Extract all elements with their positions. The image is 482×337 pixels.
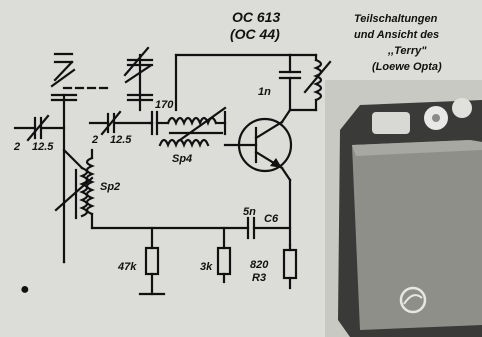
resistor-2-label: 3k — [200, 261, 213, 273]
resistor-47k — [138, 226, 166, 296]
resistor-3-ref-label: R3 — [252, 272, 266, 284]
transistor-type-label: OC 613 — [232, 9, 280, 25]
trimmer-left-a-label: 2 — [13, 141, 20, 153]
cap-c5-label: 5n — [243, 206, 256, 218]
middle-trimmer-capacitors — [88, 46, 154, 136]
transistor-equivalent-label: (OC 44) — [230, 26, 280, 42]
radio-photo — [325, 80, 482, 337]
resistor-1-label: 47k — [117, 261, 137, 273]
transistor-symbol — [223, 108, 293, 247]
resistor-3-value-label: 820 — [250, 259, 269, 271]
bottom-rail — [62, 216, 292, 264]
cap-170-label: 170 — [155, 99, 174, 111]
caption-line-3: ,,Terry" — [387, 45, 427, 57]
trimmer-left-b-label: 12.5 — [32, 141, 54, 153]
coil-sp2-label: Sp2 — [100, 181, 120, 193]
caption-line-4: (Loewe Opta) — [372, 61, 442, 73]
figure-marker: ● — [20, 281, 30, 298]
coil-sp2 — [54, 148, 95, 230]
collector-cap-label: 1n — [258, 86, 271, 98]
tuning-knob — [452, 98, 472, 118]
tuning-dial-window — [372, 112, 410, 134]
coil-sp4 — [158, 106, 227, 148]
trimmer-mid-a-label: 2 — [91, 134, 98, 146]
caption-line-1: Teilschaltungen — [354, 13, 438, 25]
resistor-3k — [216, 226, 232, 284]
cap-170 — [148, 110, 170, 136]
coil-sp4-label: Sp4 — [172, 153, 192, 165]
left-trimmer-capacitors — [13, 52, 112, 264]
trimmer-mid-b-label: 12.5 — [110, 134, 132, 146]
resistor-820 — [282, 243, 298, 290]
brand-logo — [399, 286, 427, 314]
caption-line-2: und Ansicht des — [354, 29, 439, 41]
collector-network — [174, 53, 332, 112]
cap-c6-label: C6 — [264, 213, 279, 225]
